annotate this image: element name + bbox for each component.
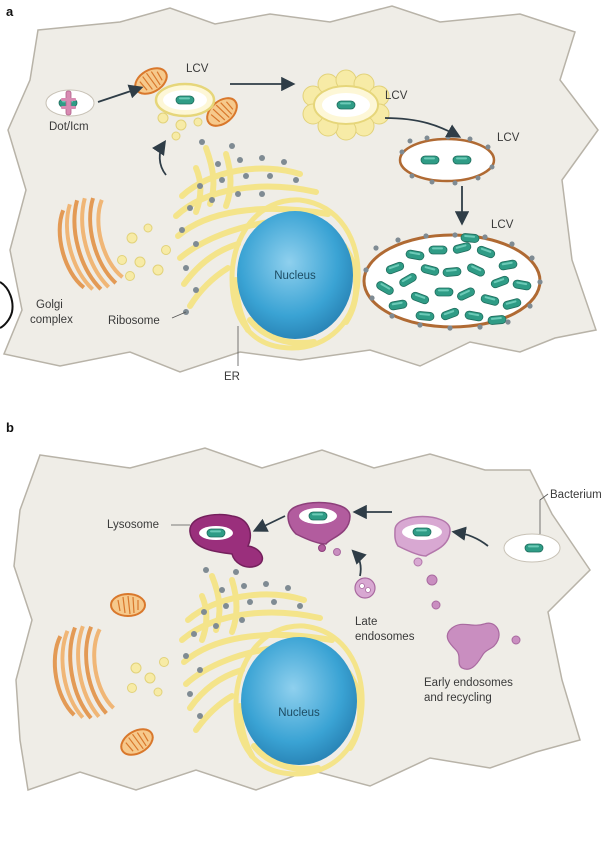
er-vesicles-b (127, 657, 169, 697)
lcv-stage-3 (398, 134, 496, 186)
label-golgi-line1: Golgi (36, 299, 63, 311)
lcv-stage-4 (362, 232, 543, 331)
label-nucleus-a: Nucleus (274, 270, 316, 282)
lcv-stage-2 (302, 69, 390, 141)
arrow-b-3 (252, 515, 286, 532)
bacterium-entry-b (503, 533, 561, 563)
label-nucleus-b: Nucleus (278, 707, 320, 719)
label-ribosome: Ribosome (108, 315, 160, 327)
label-bacterium: Bacterium (550, 489, 602, 501)
panel-b: b Bacterium Lysosome (6, 420, 602, 792)
label-dot-icm: Dot/Icm (49, 121, 89, 133)
label-lcv-1: LCV (186, 63, 209, 75)
label-late-line1: Late (355, 616, 377, 628)
panel-a: a Dot/Icm LCV (2, 4, 599, 383)
arrow-b-4 (351, 549, 367, 577)
label-lcv-3: LCV (497, 132, 520, 144)
lcv-stage-1 (129, 61, 244, 141)
nucleus-a (229, 197, 361, 351)
bacterium-entry (45, 89, 95, 117)
label-er: ER (224, 371, 240, 383)
ribosomes-a (179, 139, 299, 315)
er-vesicles-a (117, 223, 171, 281)
arrow-a-5 (152, 140, 167, 176)
panel-b-letter: b (6, 420, 14, 435)
late-endosomes (333, 548, 376, 599)
ribosomes-b (183, 567, 303, 719)
label-lcv-2: LCV (385, 90, 408, 102)
arrow-a-1 (97, 84, 144, 103)
label-golgi-line2: complex (30, 314, 73, 326)
early-endosomes (426, 574, 521, 670)
label-early-line2: and recycling (424, 692, 492, 704)
late-phagosome (287, 501, 351, 552)
label-early-line1: Early endosomes (424, 677, 513, 689)
arrow-a-3 (384, 117, 462, 138)
arrow-b-1 (451, 526, 489, 547)
early-phagosome (394, 515, 451, 567)
label-lysosome: Lysosome (107, 519, 159, 531)
lysosome-fused (189, 513, 264, 568)
panel-a-letter: a (6, 4, 14, 19)
edge-fragment (0, 281, 14, 329)
label-lcv-4: LCV (491, 219, 514, 231)
mitochondrion-b-1 (110, 593, 146, 617)
dot-icm-secretion-system (65, 90, 72, 116)
nucleus-b (233, 623, 365, 777)
label-late-line2: endosomes (355, 631, 415, 643)
